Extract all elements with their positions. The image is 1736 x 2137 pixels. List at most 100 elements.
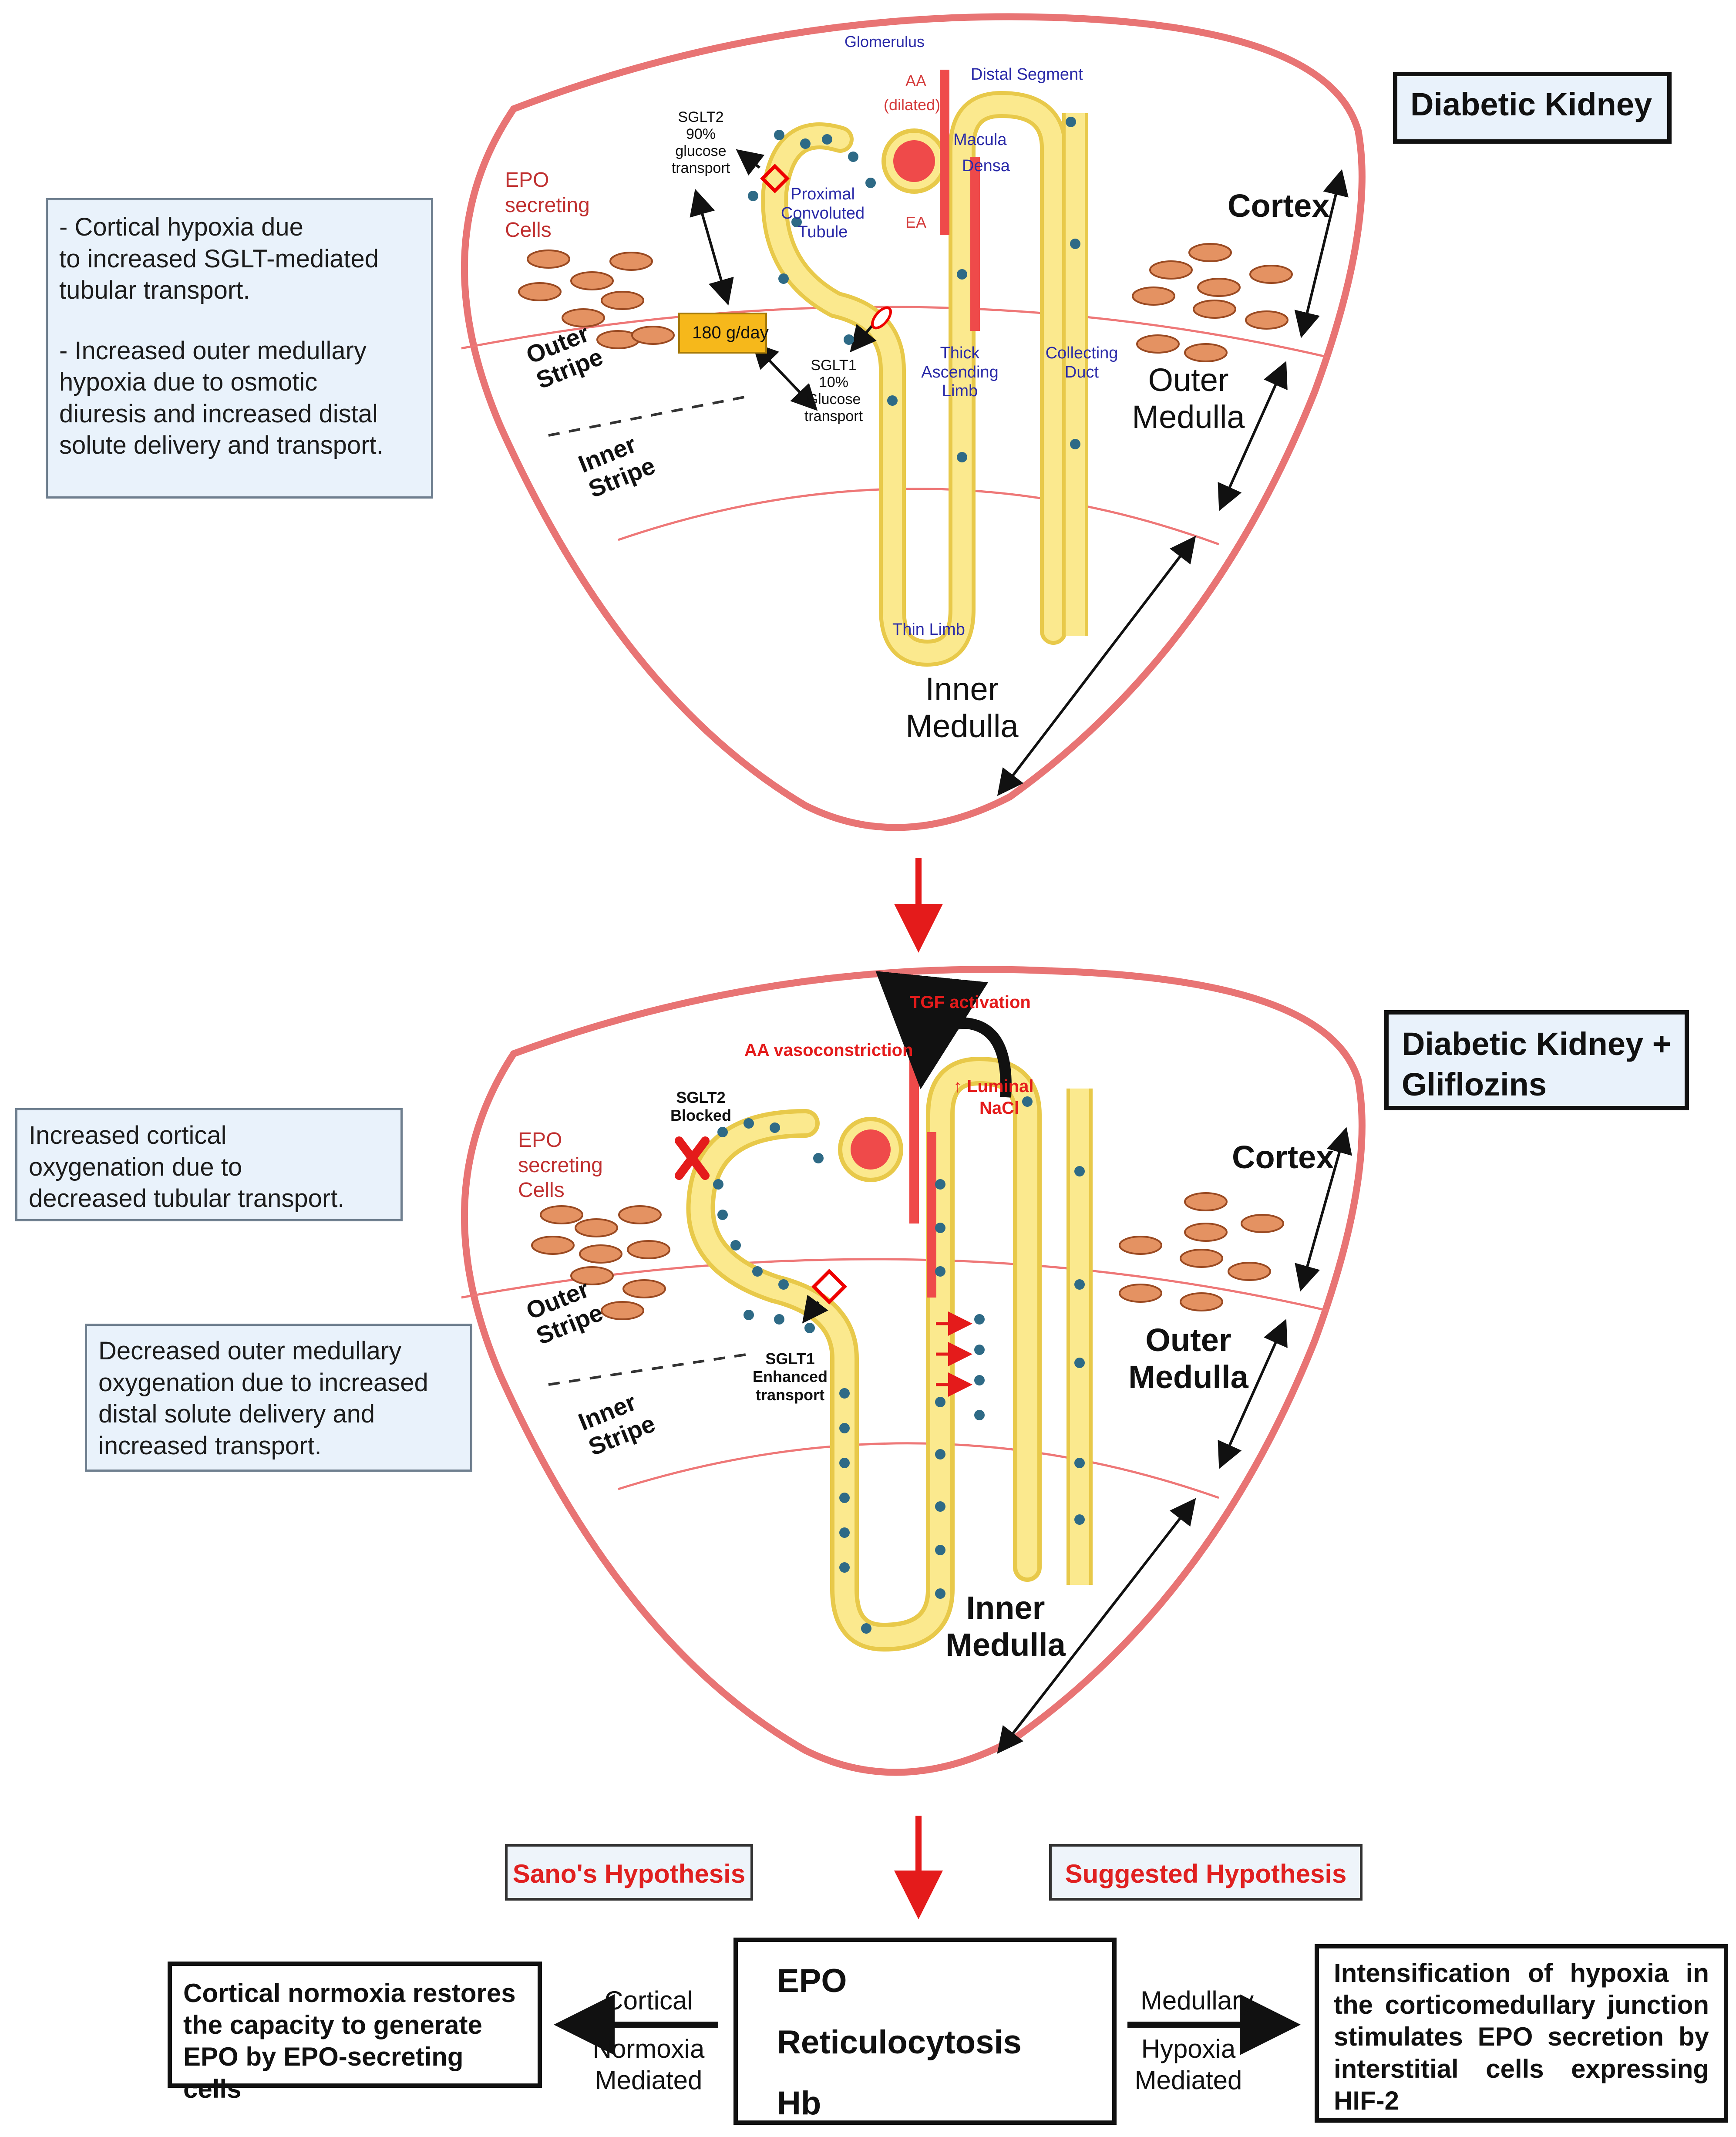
right-result-line-2: the corticomedullary junction [1334,1990,1709,2020]
bottom-note-1-line-2: oxygenation due to [29,1153,242,1181]
top-note-line-6: hypoxia due to osmotic [59,368,318,396]
bottom-note-1-line-1: Increased cortical [29,1121,227,1149]
bottom-panel-title-box: Diabetic Kidney + Gliflozins [1384,1010,1689,1110]
right-result-line-5: HIF-2 [1334,2086,1399,2115]
top-sglt2-line-4: transport [671,160,730,177]
top-outer-medulla-boundary [618,488,1219,546]
bottom-sglt1-line-3: transport [755,1385,824,1404]
bottom-sglt2-blocked-x [675,1136,710,1180]
right-result-line-4: interstitial cells expressing [1334,2054,1709,2083]
top-solute-dots [748,117,1080,462]
bottom-outer-medulla-line-2: Medulla [1128,1359,1248,1395]
bottom-panel-title-line-2: Gliflozins [1402,1066,1547,1102]
top-note-line-3: tubular transport. [59,276,250,304]
top-label-inner-medulla: Inner Medulla [897,671,1027,745]
bottom-panel-title-line-1: Diabetic Kidney + [1402,1026,1671,1062]
top-sglt1-line-1: SGLT1 [811,357,857,374]
top-label-macula-1: Macula [953,131,1007,149]
top-sglt1-transporter [871,306,892,330]
medullary-arrow-label-top: Medullary [1140,1986,1254,2015]
top-outer-medulla-line-1: Outer [1148,362,1229,398]
top-label-epo: EPO secreting Cells [505,168,590,243]
top-filtered-load-box [678,313,767,354]
top-kidney-outline [461,13,1366,831]
bottom-sglt2-line-2: Blocked [670,1106,732,1125]
top-thick-line-2: Ascending [921,363,999,381]
top-sglt1-arrow [850,321,877,353]
bottom-note-1-line-3: decreased tubular transport. [29,1184,345,1213]
top-note-line-2: to increased SGLT-mediated [59,244,379,273]
top-label-thick: Thick Ascending Limb [918,344,1001,401]
top-label-ea: EA [905,213,927,231]
bottom-label-cortex: Cortex [1232,1139,1334,1175]
sano-hypothesis-label: Sano's Hypothesis [512,1859,746,1888]
top-filtered-to-sglt1-arrow [751,342,818,411]
top-note-line-5: - Increased outer medullary [59,336,367,365]
top-sglt2-transporter [760,164,790,193]
bottom-kidney-outline [461,966,1366,1776]
top-kidney-diagram [461,13,1366,831]
top-sglt2-to-filtered-arrow [690,189,734,306]
top-label-aa: AA [905,72,927,90]
sano-hypothesis-box: Sano's Hypothesis [505,1844,753,1901]
top-label-sglt1: SGLT1 10% Glucose transport [792,357,875,425]
bottom-outer-medulla-boundary [618,1442,1219,1499]
bottom-inner-medulla-line-2: Medulla [945,1627,1066,1663]
bottom-label-aa-vaso: AA vasoconstriction [744,1041,913,1060]
top-note-line-1: - Cortical hypoxia due [59,213,303,241]
bottom-sglt1-line-1: SGLT1 [765,1350,815,1368]
top-proximal-tubule-fill [765,94,1063,663]
outcome-epo: EPO [777,1962,847,1999]
top-epo-cells [518,243,1293,362]
top-pct-line-1: Proximal [791,185,855,203]
bottom-solute-dots [713,1096,1085,1634]
bottom-epo-line-3: Cells [518,1179,565,1202]
top-epo-line-2: secreting [505,193,590,217]
bottom-label-luminal: ↑ Luminal NaCl [953,1075,1033,1119]
medullary-arrow-label-line-2: Hypoxia [1141,2034,1236,2063]
bottom-glomerulus-capillaries [851,1129,891,1170]
bottom-outer-medulla-arrow [1218,1319,1288,1469]
top-pct-line-2: Convoluted [781,204,865,222]
top-outer-stripe-boundary [548,395,749,437]
top-cortex-arrow [1294,169,1349,338]
top-glomerulus-capillaries [893,140,935,182]
bottom-epo-line-1: EPO [518,1129,562,1152]
top-inner-medulla-arrow [997,536,1196,796]
suggested-hypothesis-box: Suggested Hypothesis [1049,1844,1363,1901]
top-cortex-boundary [461,306,1328,358]
top-sglt1-line-4: transport [804,408,863,425]
right-result-line-3: stimulates EPO secretion by [1334,2022,1709,2052]
bottom-outer-medulla-line-1: Outer [1145,1322,1231,1358]
top-panel-title-box: Diabetic Kidney [1393,72,1672,144]
top-collecting-line-1: Collecting [1045,344,1118,362]
top-sglt2-line-2: 90% [686,126,716,143]
cortical-arrow-label-bottom: Normoxia Mediated [575,2033,723,2096]
bottom-note-1: Increased cortical oxygenation due to de… [15,1108,403,1221]
top-label-thin-limb: Thin Limb [892,620,965,639]
top-sglt2-line-3: glucose [675,143,727,160]
top-pct-line-3: Tubule [797,223,848,242]
top-thick-line-3: Limb [942,382,978,401]
bottom-inner-medulla-line-1: Inner [966,1590,1045,1626]
top-sglt2-line-1: SGLT2 [678,109,724,125]
top-sglt1-line-3: Glucose [806,391,861,408]
bottom-cortex-arrow [1295,1127,1352,1292]
top-sglt1-line-2: 10% [818,374,849,391]
bottom-label-inner-medulla: Inner Medulla [940,1589,1071,1663]
bottom-sglt2-line-1: SGLT2 [676,1089,726,1106]
top-label-outer-medulla: Outer Medulla [1119,361,1258,435]
top-label-collecting: Collecting Duct [1036,344,1127,382]
cortical-arrow-label-line-3: Mediated [595,2066,703,2095]
bottom-note-2-line-3: distal solute delivery and [98,1400,375,1428]
bottom-sglt1-arrow [802,1294,828,1324]
bottom-note-2-line-4: increased transport. [98,1431,322,1460]
bottom-label-sglt2: SGLT2 Blocked [662,1089,740,1125]
left-result-line-3: EPO by EPO-secreting cells [183,2042,464,2103]
top-sglt2-arrow [736,149,765,176]
bottom-epo-line-2: secreting [518,1153,603,1177]
medullary-arrow-label-line-3: Mediated [1134,2066,1242,2095]
top-inner-medulla-line-2: Medulla [905,708,1019,745]
bottom-inner-medulla-arrow [997,1498,1196,1754]
bottom-note-2: Decreased outer medullary oxygenation du… [85,1324,472,1472]
